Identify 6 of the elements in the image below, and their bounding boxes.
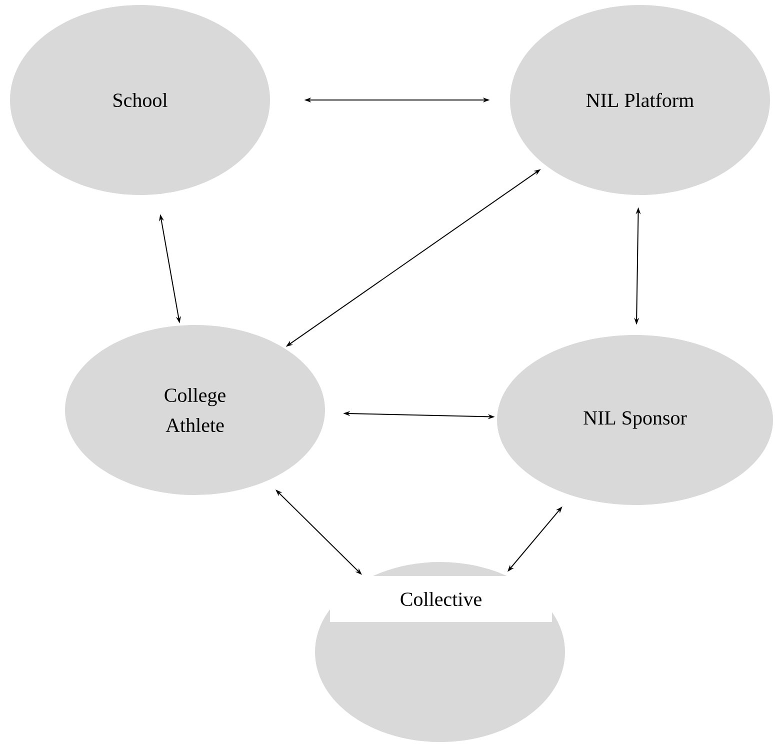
ellipse-node: School [10,5,270,195]
label-box: Collective [330,576,552,622]
ellipse-node: College Athlete [65,325,325,495]
node-label: Collective [400,592,482,606]
ellipse-node: NIL Sponsor [497,335,773,505]
ellipse-node: NIL Platform [510,5,770,195]
